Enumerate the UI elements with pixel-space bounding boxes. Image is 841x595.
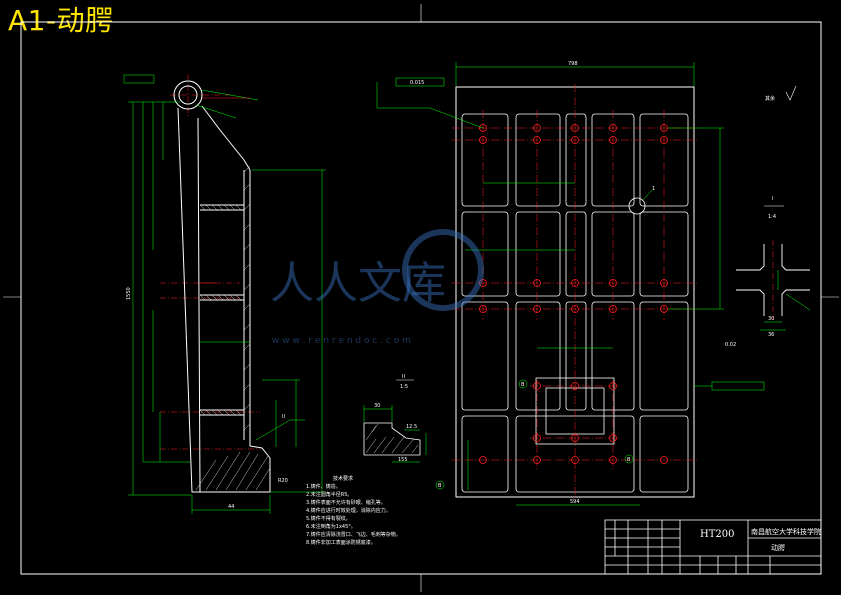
- technical-requirements: 技术要求 1.铸件、铸造。 2.未注圆角半径R5。 3.铸件表面不允许有砂眼、缩…: [306, 475, 401, 546]
- tech-req-line-5: 5.铸件不得有裂纹。: [306, 515, 351, 522]
- datum-b-left: B: [521, 382, 525, 388]
- title-school: 南昌航空大学科技学院: [751, 527, 821, 536]
- title-block: [604, 519, 822, 575]
- dim-bottom-width: 594: [570, 499, 580, 505]
- tech-req-line-4: 4.铸件应进行时效处理，消除内应力。: [306, 507, 391, 514]
- tolerance-top: 0.015: [410, 80, 424, 86]
- tech-req-line-7: 7.铸件应清除浇冒口、飞边、毛刺等杂物。: [306, 531, 401, 538]
- section-dim-36: 36: [768, 332, 774, 338]
- tech-req-title: 技术要求: [333, 475, 353, 482]
- tech-req-line-3: 3.铸件表面不允许有砂眼、缩孔等。: [306, 499, 386, 506]
- front-view: 798 594 0.02 0.015 1 B B B: [376, 61, 765, 506]
- datum-b-bottom: B: [438, 483, 442, 489]
- detail-scale: 1:5: [400, 384, 408, 390]
- tolerance-right: 0.02: [725, 342, 736, 348]
- tech-req-line-1: 1.铸件、铸造。: [306, 483, 341, 490]
- drawing-title: A1-动腭: [8, 4, 114, 37]
- detail-dim-30: 30: [374, 403, 380, 409]
- dim-base-width: 44: [228, 504, 234, 510]
- section-i-view: I 1:4 30 36 其余: [736, 85, 811, 338]
- title-part-name: 动腭: [771, 543, 785, 552]
- dim-radius: R20: [278, 478, 288, 484]
- dim-total-height: 1550: [126, 287, 132, 300]
- section-scale: 1:4: [768, 214, 776, 220]
- drawing-frame: [3, 4, 839, 592]
- dim-top-width: 798: [568, 61, 578, 67]
- watermark-url: w w w . r e n r e n d o c . c o m: [272, 336, 411, 346]
- tech-req-line-8: 8.铸件非加工表面涂防锈底漆。: [306, 539, 376, 546]
- callout-1: 1: [652, 186, 655, 192]
- tech-req-line-2: 2.未注圆角半径R5。: [306, 491, 352, 498]
- tech-req-line-6: 6.未注倒角为1x45°。: [306, 523, 356, 530]
- section-dim-30: 30: [768, 316, 774, 322]
- watermark: 人人文库 w w w . r e n r e n d o c . c o m: [270, 229, 484, 346]
- detail-label: II: [402, 374, 405, 380]
- detail-ii-view: II 1:5 30 155 12.5: [363, 374, 427, 463]
- detail-dim-125: 12.5: [406, 424, 417, 430]
- datum-b-right: B: [627, 457, 631, 463]
- watermark-text: 人人文库: [270, 258, 446, 309]
- roughness-icon: [785, 85, 797, 101]
- detail-dim-155: 155: [398, 457, 408, 463]
- roughness-note: 其余: [765, 95, 775, 102]
- title-material: HT200: [700, 529, 734, 540]
- side-view: 1550 44 R20 II: [123, 74, 326, 514]
- section-label: I: [772, 196, 773, 202]
- section-marker-ii: II: [282, 414, 285, 420]
